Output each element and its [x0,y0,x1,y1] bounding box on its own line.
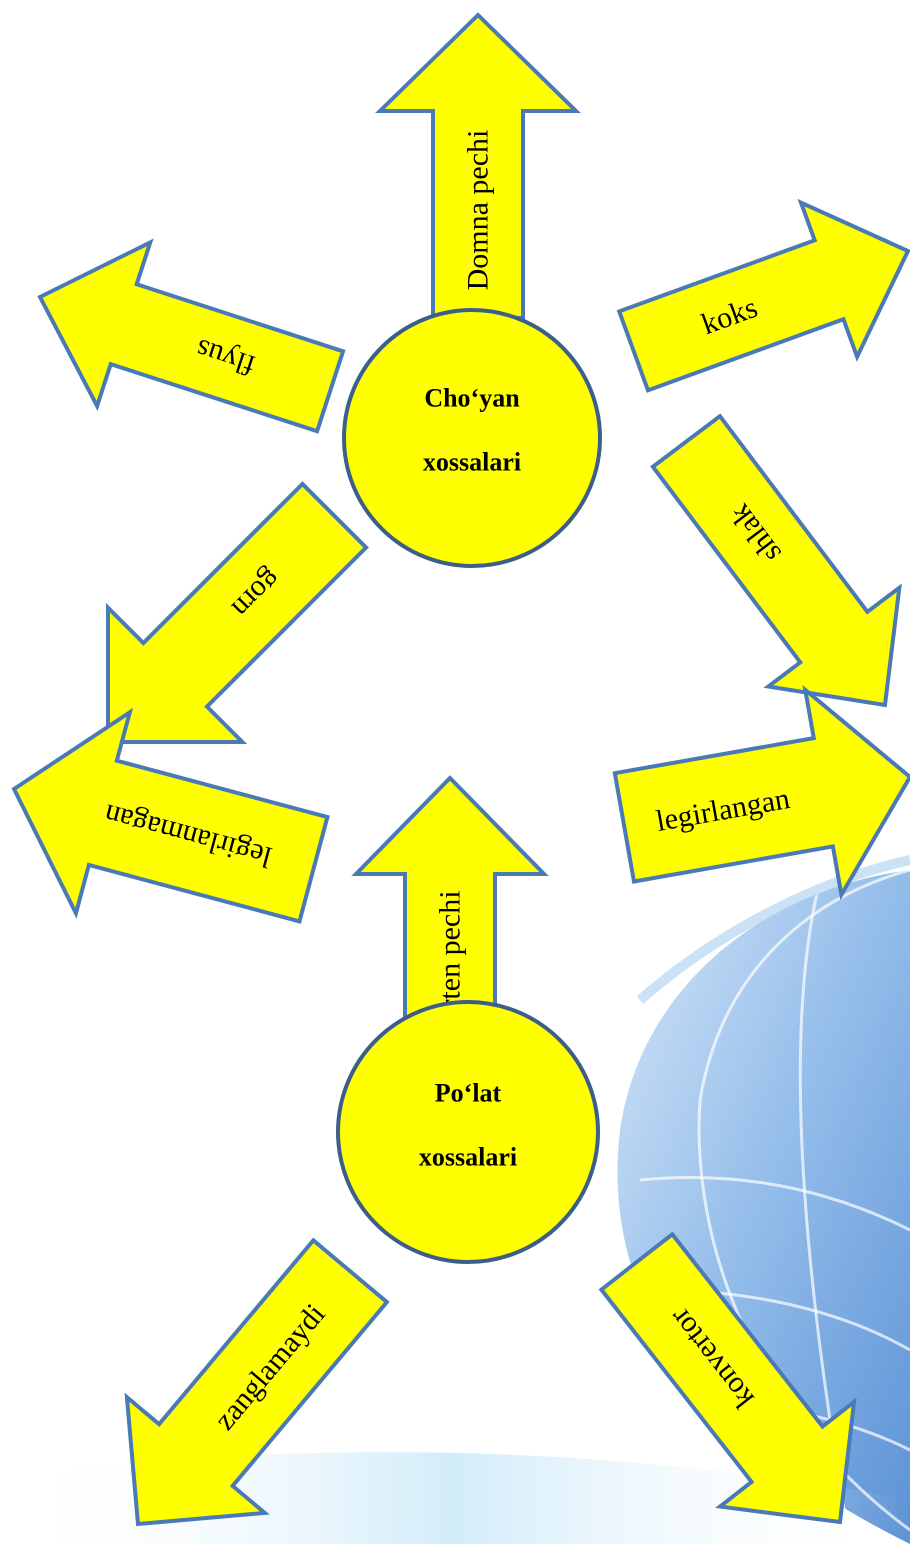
hub-label-line1: Po‘lat [435,1079,502,1108]
diagram-polat: Marten pechi legirlangan konvertor zangl… [11,684,910,1527]
arrow-down-right-shlak: shlak [650,413,902,708]
hub-polat-xossalari: Po‘lat xossalari [336,1000,600,1264]
arrow-up-right-koks: koks [616,198,910,393]
hub-label-line2: xossalari [423,448,521,477]
hub-label-line2: xossalari [419,1143,517,1172]
arrow-up-left-flyus: flyus [37,238,346,434]
arrow-up-domna-pechi: Domna pechi [375,12,581,320]
arrow-label: Domna pechi [462,130,495,291]
arrow-up-right-legirlangan: legirlangan [612,684,910,901]
hub-choyan-xossalari: Cho‘yan xossalari [342,308,602,568]
hub-label-line1: Cho‘yan [424,384,520,413]
arrow-up-left-legirlanmagan: legirlanmagan [11,707,330,924]
diagram-choyan: Domna pechi koks shlak gorn flyus Cho‘ya… [37,12,910,744]
arrow-down-left-gorn: gorn [106,481,369,744]
arrow-down-right-konvertor: konvertor [598,1231,857,1525]
